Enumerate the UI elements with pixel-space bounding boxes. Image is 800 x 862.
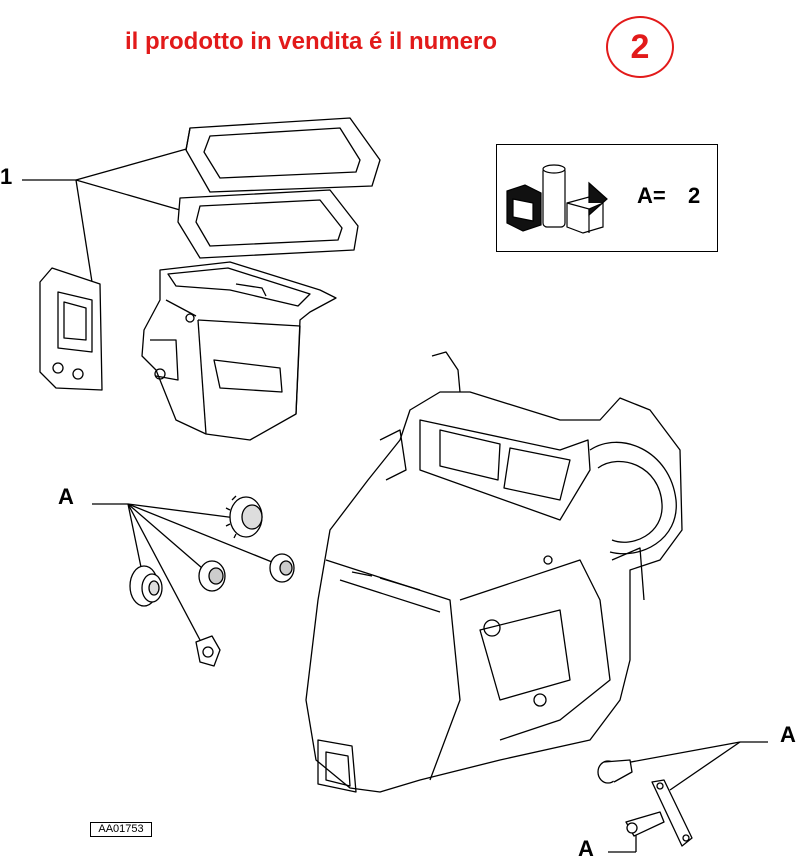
leader-lines-1 bbox=[22, 147, 191, 283]
fiat-parts-kit-icon bbox=[506, 164, 608, 234]
leader-lines-a-left bbox=[92, 503, 273, 641]
gear-icon bbox=[198, 560, 226, 592]
gear-icon bbox=[129, 565, 163, 607]
gear-icon bbox=[195, 635, 221, 667]
callout-a-right: A bbox=[780, 722, 796, 747]
air-duct-housing-icon bbox=[141, 261, 337, 441]
gasket-icon bbox=[39, 267, 103, 391]
leader-lines-a-right bbox=[619, 741, 768, 791]
quantity-box: A= 2 bbox=[496, 144, 718, 252]
lever-icon bbox=[625, 811, 665, 837]
sale-banner-text: il prodotto in vendita é il numero bbox=[125, 28, 498, 55]
gear-icon bbox=[225, 495, 263, 539]
heater-box-housing-icon bbox=[305, 351, 683, 793]
product-number-circle: 2 bbox=[606, 16, 674, 78]
gasket-icon bbox=[177, 189, 359, 259]
quantity-label: A= 2 bbox=[637, 183, 700, 209]
callout-a-left: A bbox=[58, 484, 74, 509]
gasket-icon bbox=[185, 117, 381, 193]
quantity-value: 2 bbox=[688, 183, 701, 208]
gear-icon bbox=[269, 553, 295, 583]
lever-icon bbox=[597, 759, 633, 784]
callout-a-bottom: A bbox=[578, 836, 594, 861]
drawing-reference: AA01753 bbox=[90, 822, 152, 837]
sale-banner: il prodotto in vendita é il numero 2 bbox=[0, 16, 800, 78]
quantity-key: A= bbox=[637, 183, 666, 208]
callout-1: 1 bbox=[0, 164, 13, 189]
lever-icon bbox=[651, 779, 693, 847]
